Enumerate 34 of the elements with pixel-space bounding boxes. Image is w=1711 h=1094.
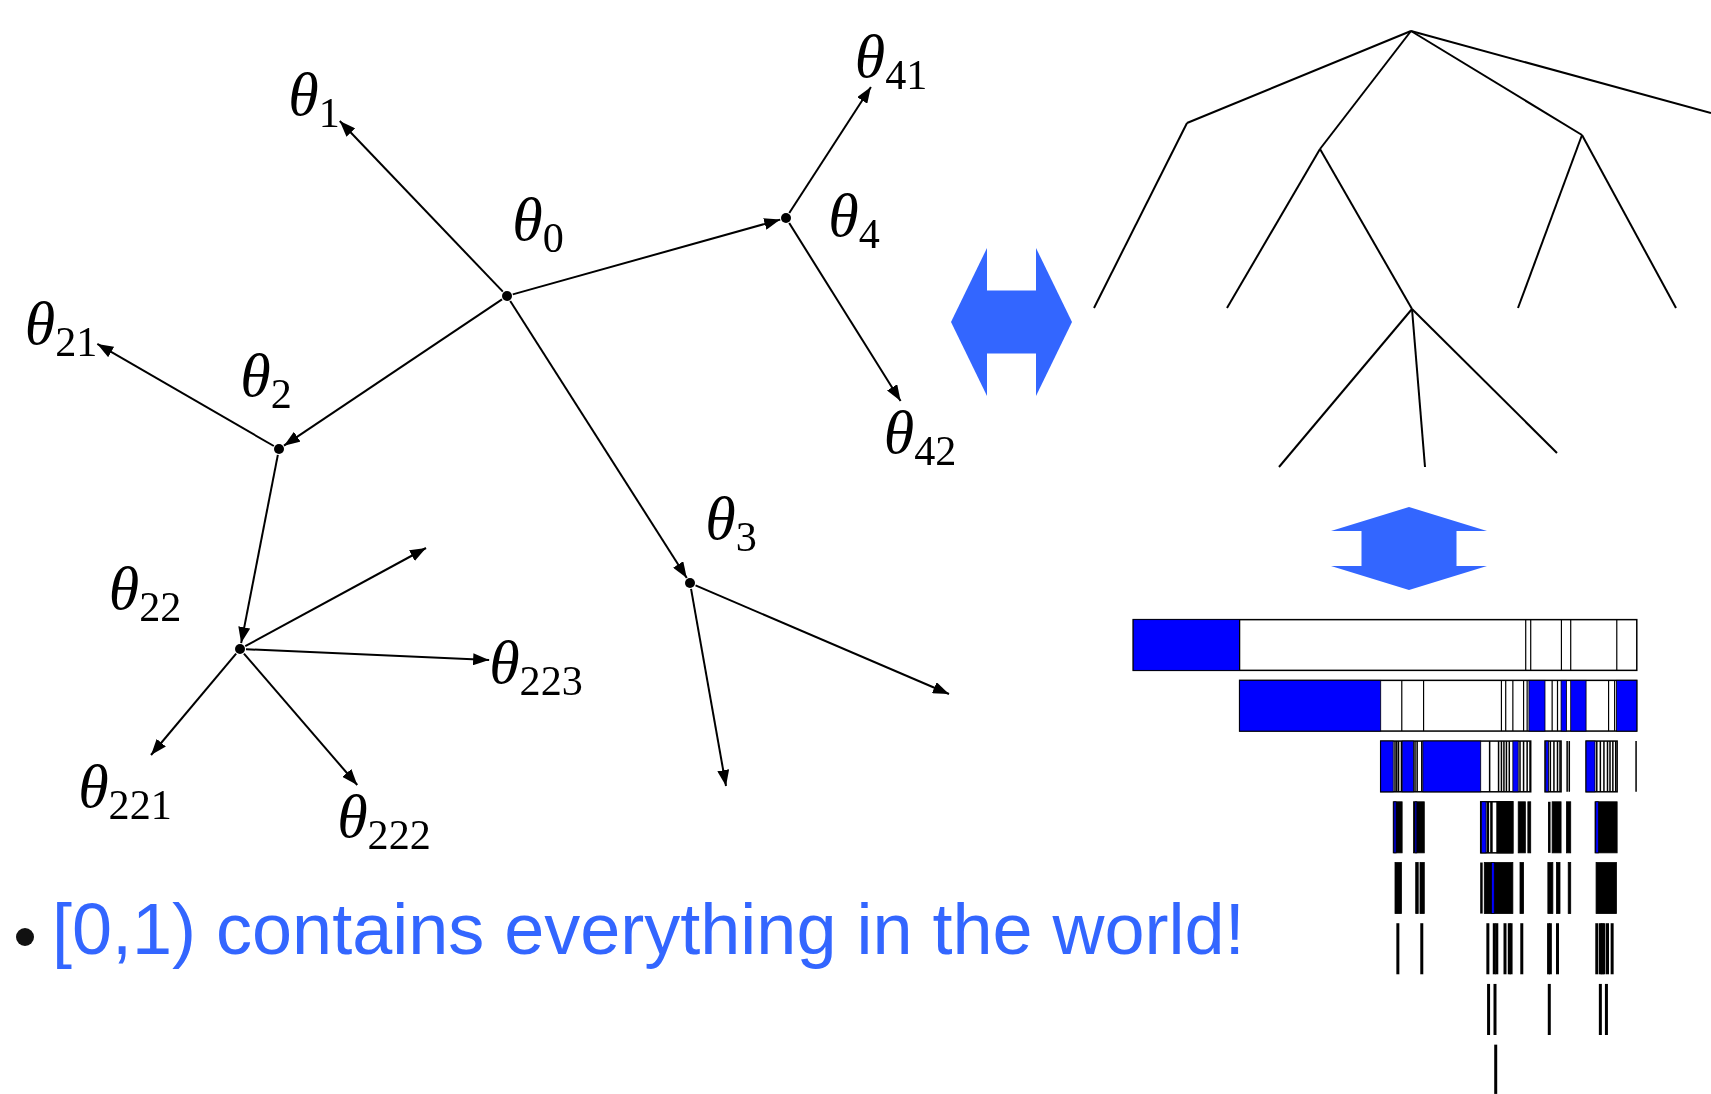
- point-label: θ$_{2}$: [240, 344, 292, 406]
- arrow: [244, 547, 427, 648]
- point-label: θ$_{22}$: [108, 557, 182, 619]
- arrow: [338, 120, 504, 293]
- bullet-text: [0,1) contains everything in the world!: [52, 890, 1245, 970]
- arrow: [694, 584, 950, 695]
- point-label: θ$_{4}$: [828, 184, 880, 246]
- arrow: [788, 222, 902, 402]
- point-dot: [274, 444, 284, 454]
- arrow: [509, 300, 688, 579]
- arrow: [511, 218, 782, 296]
- point-label: θ$_{42}$: [883, 401, 957, 463]
- double-arrow: [951, 248, 1072, 396]
- double-arrow: [1331, 507, 1487, 590]
- arrow: [96, 343, 275, 447]
- point-label: θ$_{21}$: [24, 292, 98, 354]
- point-label: θ$_{223}$: [489, 631, 583, 693]
- arrow: [690, 587, 730, 787]
- point-label: θ$_{1}$: [288, 63, 340, 125]
- point-label: θ$_{3}$: [705, 487, 757, 549]
- point-dot: [685, 578, 695, 588]
- point-dot: [781, 213, 791, 223]
- point-label: θ$_{0}$: [512, 188, 564, 250]
- arrow: [245, 648, 491, 666]
- point-dot: [235, 644, 245, 654]
- arrow: [242, 652, 359, 786]
- arrow: [283, 298, 503, 447]
- arrow: [150, 652, 238, 756]
- arrow: [238, 453, 279, 645]
- point-dot: [502, 291, 512, 301]
- point-label: θ$_{221}$: [78, 755, 172, 817]
- point-label: θ$_{222}$: [337, 785, 431, 847]
- arrow: [788, 86, 872, 214]
- point-label: θ$_{41}$: [854, 25, 928, 87]
